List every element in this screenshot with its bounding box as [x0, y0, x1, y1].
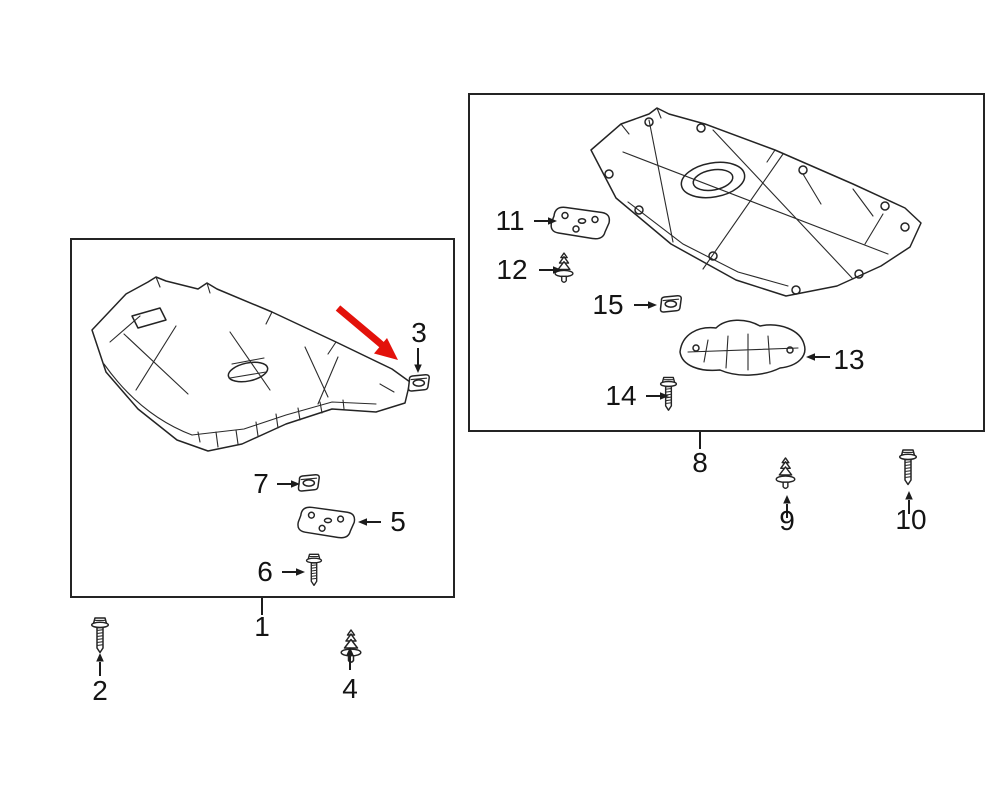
- callout-arrow-2: [96, 653, 104, 676]
- callout-label-13: 13: [833, 344, 865, 375]
- leader-line-1: [261, 598, 263, 615]
- callout-arrow-6: [282, 568, 305, 576]
- bolt-part-6-icon: [305, 553, 323, 588]
- bolt-part-10-icon: [898, 449, 918, 487]
- callout-arrow-7: [277, 480, 300, 488]
- leader-line-8: [699, 432, 701, 449]
- callout-label-7: 7: [253, 468, 269, 499]
- callout-label-10: 10: [895, 504, 927, 535]
- callout-arrow-3: [414, 348, 422, 373]
- callout-label-11: 11: [495, 205, 525, 236]
- cover-part-13-drawing: [679, 319, 806, 376]
- callout-arrow-5: [358, 518, 381, 526]
- square-clip-part-15-icon: [656, 294, 684, 314]
- callout-label-8: 8: [692, 447, 708, 478]
- callout-label-1: 1: [254, 611, 270, 642]
- callout-arrow-12: [539, 266, 562, 274]
- splash-shield-part-1-drawing: [91, 276, 411, 452]
- callout-label-12: 12: [496, 254, 528, 285]
- callout-arrow-15: [634, 301, 657, 309]
- callout-label-3: 3: [411, 317, 427, 348]
- callout-label-15: 15: [592, 289, 624, 320]
- undercover-part-8-drawing: [590, 107, 922, 297]
- callout-label-9: 9: [779, 505, 795, 536]
- callout-arrow-4: [346, 647, 354, 670]
- cover-plate-part-5-icon: [292, 500, 360, 543]
- callout-label-2: 2: [92, 675, 108, 706]
- callout-label-4: 4: [342, 673, 358, 704]
- callout-arrow-14: [646, 392, 669, 400]
- callout-label-6: 6: [257, 556, 273, 587]
- bolt-part-2-icon: [90, 617, 110, 655]
- callout-label-14: 14: [605, 380, 637, 411]
- callout-arrow-11: [534, 217, 557, 225]
- red-highlight-arrow: [335, 305, 398, 360]
- callout-arrow-13: [806, 353, 830, 361]
- clip-part-9-icon: [775, 457, 796, 491]
- callout-arrow-9: [783, 495, 791, 518]
- callout-label-5: 5: [390, 506, 406, 537]
- square-clip-part-3-icon: [404, 373, 432, 393]
- callout-arrow-10: [905, 491, 913, 514]
